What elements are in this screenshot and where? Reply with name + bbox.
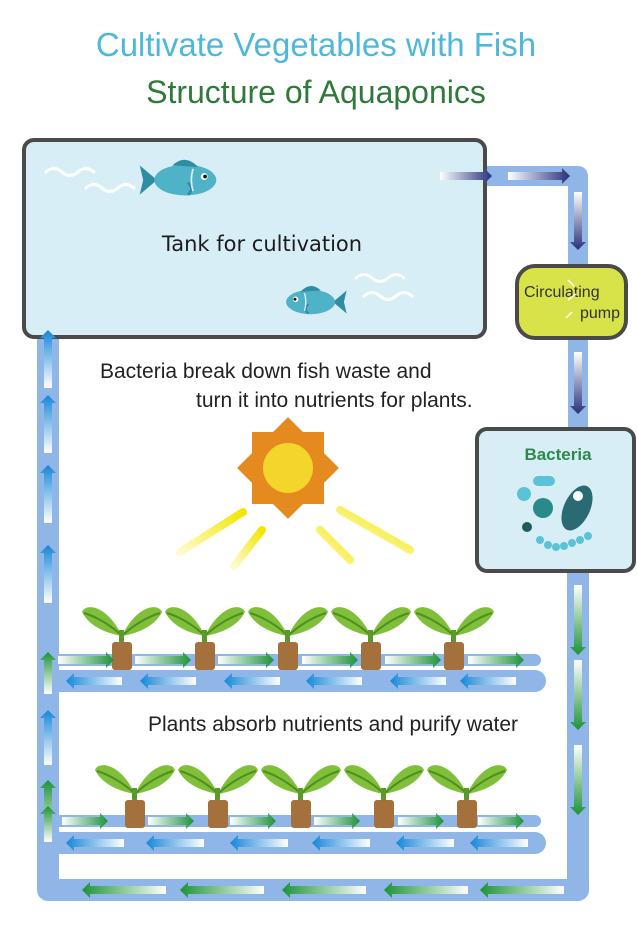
wave-icon <box>44 167 96 177</box>
wave-marks <box>44 167 414 301</box>
tank-label: Tank for cultivation <box>161 232 362 256</box>
flow-arrow-left <box>66 673 122 689</box>
sun-icon <box>176 417 414 582</box>
flow-arrow-right <box>468 652 524 668</box>
wave-icon <box>362 291 414 301</box>
flow-arrow-left <box>224 673 280 689</box>
diagram-subtitle: Structure of Aquaponics <box>146 74 486 110</box>
flow-arrow-down <box>570 745 586 815</box>
bacteria-note-line1: Bacteria break down fish waste and <box>100 360 432 383</box>
flow-arrow-right <box>62 813 108 829</box>
flow-arrow-down <box>570 192 586 250</box>
flow-arrow-right <box>58 652 114 668</box>
wave-icon <box>354 273 406 283</box>
flow-arrow-up <box>40 710 56 765</box>
flow-arrow-right <box>440 168 492 184</box>
bacteria-icon <box>517 476 593 551</box>
flow-arrow-up <box>40 395 56 453</box>
pump-label-line2: pump <box>580 305 620 322</box>
flow-arrow-left <box>82 882 166 898</box>
flow-arrow-right <box>314 813 360 829</box>
circulating-pump <box>515 264 628 340</box>
flow-arrow-right <box>148 813 194 829</box>
flow-arrow-down <box>570 660 586 730</box>
plants-note: Plants absorb nutrients and purify water <box>148 713 518 736</box>
flow-arrow-up <box>40 465 56 523</box>
wave-icon <box>84 183 136 193</box>
flow-arrow-left <box>390 673 446 689</box>
flow-arrow-right <box>478 813 524 829</box>
flow-arrow-left <box>480 882 564 898</box>
flow-arrow-right <box>302 652 358 668</box>
flow-arrow-left <box>146 835 204 851</box>
flow-arrow-up <box>40 545 56 603</box>
flow-arrow-down <box>570 585 586 655</box>
pump-sparkle-icon <box>565 279 577 319</box>
flow-arrow-right <box>230 813 276 829</box>
flow-arrow-right <box>218 652 274 668</box>
flow-arrow-right <box>385 652 441 668</box>
flow-arrow-left <box>396 835 454 851</box>
flow-arrow-left <box>282 882 366 898</box>
flow-arrow-left <box>180 882 264 898</box>
flow-arrow-up <box>40 806 56 842</box>
flow-arrow-left <box>312 835 370 851</box>
flow-arrow-up <box>40 330 56 388</box>
pump-label-line1: Circulating <box>524 284 600 301</box>
flow-arrow-right <box>398 813 444 829</box>
bacteria-label: Bacteria <box>524 445 592 464</box>
flow-arrow-left <box>470 835 528 851</box>
flow-arrow-right <box>135 652 191 668</box>
flow-arrow-left <box>460 673 516 689</box>
flow-arrow-down <box>570 352 586 414</box>
flow-arrow-left <box>306 673 362 689</box>
bacteria-note-line2: turn it into nutrients for plants. <box>196 389 473 412</box>
flow-arrows <box>40 168 586 898</box>
flow-arrow-right <box>508 168 570 184</box>
flow-arrow-left <box>140 673 196 689</box>
bacteria-filter <box>475 427 636 573</box>
cultivation-tank <box>22 138 487 339</box>
flow-arrow-left <box>230 835 288 851</box>
flow-arrow-up <box>40 652 56 694</box>
diagram-title: Cultivate Vegetables with Fish <box>96 26 536 63</box>
flow-arrow-left <box>384 882 468 898</box>
flow-arrow-left <box>66 835 124 851</box>
